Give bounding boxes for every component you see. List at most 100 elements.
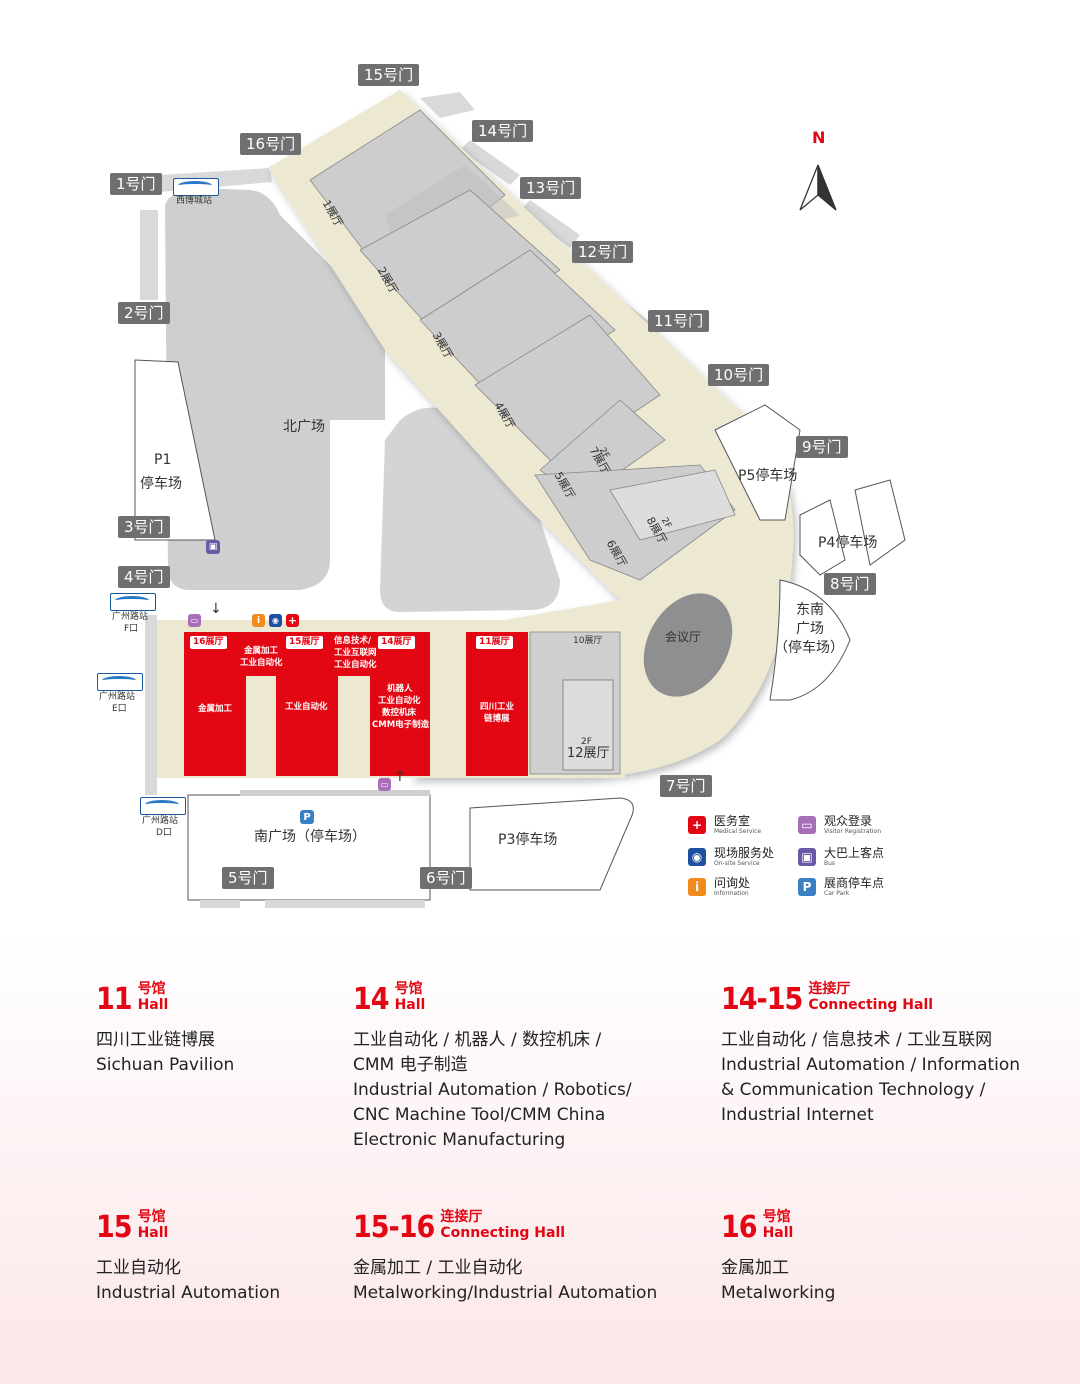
p1-label: P1: [154, 452, 172, 468]
gate-13: 13号门: [520, 177, 582, 199]
venue-map: N 15号门 16号门 14号门 1号门 13号门 12号门 2号门 11号门 …: [97, 64, 906, 908]
metro-xibo-label: 西博城站: [176, 196, 213, 206]
connector-14-15[interactable]: [338, 632, 370, 676]
metro-logo-f: [110, 593, 156, 611]
meeting-hall-label: 会议厅: [665, 630, 702, 644]
bus-icon: ▣: [798, 847, 816, 866]
legend-sub: On-site Service: [714, 860, 760, 867]
hall-14-body-1: 机器人: [387, 684, 413, 694]
hall-14-body-3: 数控机床: [382, 708, 417, 718]
hall-15-body: 工业自动化: [285, 702, 328, 712]
se-plaza-3: （停车场）: [774, 640, 844, 656]
card-line: Industrial Automation: [96, 1283, 281, 1303]
gate-7: 7号门: [660, 775, 712, 797]
se-plaza-1: 东南: [796, 602, 824, 618]
p5-label: P5停车场: [738, 468, 798, 484]
connector-14-15-line1: 信息技术/: [334, 636, 372, 646]
card-tag-cn: 连接厅: [440, 1209, 483, 1225]
card-line: CNC Machine Tool/CMM China: [353, 1105, 606, 1125]
map-base: [134, 90, 906, 908]
arrow-down-icon: ↓: [210, 601, 222, 617]
medical-icon: +: [286, 614, 299, 627]
hall-11-body-2: 链博展: [484, 714, 510, 724]
legend-sub: Bus: [824, 860, 836, 867]
bus-stop-icon: ▣: [206, 540, 220, 554]
card-number: 16: [721, 1210, 758, 1245]
registration-icon: ▭: [798, 815, 816, 834]
legend-label: 观众登录: [824, 814, 873, 828]
metro-f-station: 广州路站: [112, 612, 149, 622]
gate-10: 10号门: [708, 364, 770, 386]
card-tag-cn: 号馆: [762, 1209, 791, 1225]
hall-16[interactable]: [184, 632, 246, 776]
card-line: 四川工业链博展: [96, 1030, 215, 1050]
p4-label: P4停车场: [818, 535, 878, 551]
p3-label: P3停车场: [498, 832, 558, 848]
card-line: Electronic Manufacturing: [353, 1130, 566, 1150]
card-tag-en: Connecting Hall: [808, 997, 934, 1013]
connector-14-15-line2: 工业互联网: [334, 648, 377, 658]
gate-2: 2号门: [118, 302, 170, 324]
metro-d-station: 广州路站: [142, 816, 179, 826]
card-tag-en: Connecting Hall: [440, 1225, 566, 1241]
metro-logo-xibo: [173, 178, 219, 196]
metro-f-exit: F口: [124, 624, 139, 634]
metro-e-exit: E口: [112, 704, 127, 714]
south-plaza-label: 南广场（停车场）: [254, 829, 366, 845]
gate-8: 8号门: [824, 573, 876, 595]
connector-15-16-line1: 金属加工: [244, 646, 279, 656]
gate-1: 1号门: [110, 173, 162, 195]
card-line: Sichuan Pavilion: [96, 1055, 235, 1075]
connector-15-16[interactable]: [246, 632, 276, 676]
medical-icon: +: [688, 815, 706, 834]
card-line: Industrial Internet: [721, 1105, 874, 1125]
hall-11-tag: 11展厅: [476, 636, 513, 649]
card-line: Industrial Automation / Information: [721, 1055, 1021, 1075]
connector-15-16-line2: 工业自动化: [240, 658, 283, 668]
legend-label: 展商停车点: [824, 876, 885, 890]
metro-e-station: 广州路站: [99, 692, 136, 702]
card-line: 金属加工 / 工业自动化: [353, 1258, 523, 1278]
card-number: 15: [96, 1210, 133, 1245]
card-tag-en: Hall: [137, 1225, 169, 1241]
gate-5: 5号门: [222, 867, 274, 889]
info-icon: i: [252, 614, 265, 627]
card-number: 14-15: [721, 982, 803, 1017]
hall-15[interactable]: [276, 632, 338, 776]
card-line: 金属加工: [721, 1258, 789, 1278]
card-line: CMM 电子制造: [353, 1055, 468, 1075]
card-number: 15-16: [353, 1210, 435, 1245]
hall-11[interactable]: [466, 632, 528, 776]
card-line: 工业自动化 / 信息技术 / 工业互联网: [721, 1030, 993, 1050]
legend-sub: Car Park: [824, 890, 850, 897]
card-line: Metalworking: [721, 1283, 836, 1303]
registration-icon: ▭: [188, 614, 201, 627]
card-number: 14: [353, 982, 390, 1017]
metro-logo-d: [140, 797, 186, 815]
gate-11: 11号门: [648, 310, 710, 332]
gate-15: 15号门: [358, 64, 420, 86]
hall-14[interactable]: [370, 632, 430, 776]
legend-label: 大巴上客点: [824, 846, 885, 860]
service-icon: ◉: [269, 614, 282, 627]
legend-label: 现场服务处: [714, 846, 775, 860]
card-tag-cn: 号馆: [137, 1209, 166, 1225]
gate-6: 6号门: [420, 867, 472, 889]
card-number: 11: [96, 982, 133, 1017]
parking-icon: P: [300, 810, 314, 824]
card-line: & Communication Technology /: [721, 1080, 986, 1100]
gate-4: 4号门: [118, 566, 170, 588]
connector-14-15-line3: 工业自动化: [334, 660, 377, 670]
se-plaza-2: 广场: [796, 621, 824, 637]
legend-sub: Visitor Registration: [824, 828, 882, 835]
hall-15-tag: 15展厅: [286, 636, 323, 649]
